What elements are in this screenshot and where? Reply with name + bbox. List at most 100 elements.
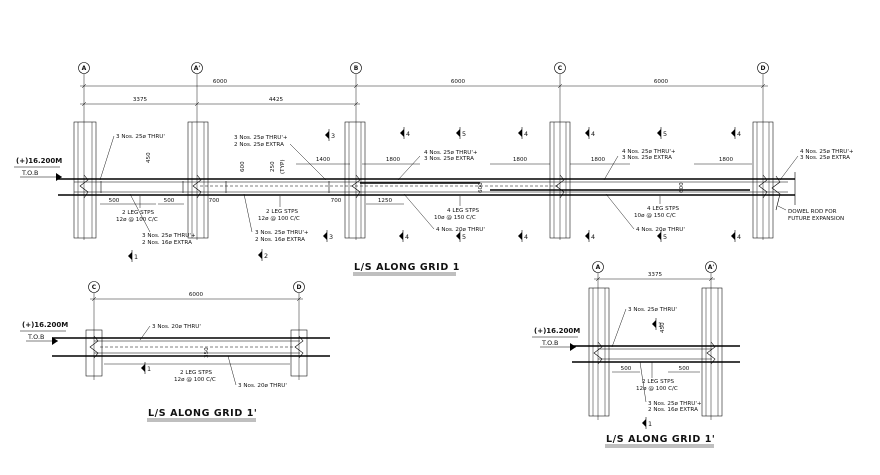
- svg-text:3 Nos. 25ø THRU'+: 3 Nos. 25ø THRU'+: [255, 230, 309, 236]
- section-marker-2: 2: [258, 249, 268, 261]
- top-reinforcement-notes: 3 Nos. 25ø THRU' 3 Nos. 25ø THRU'+ 2 Nos…: [99, 134, 854, 181]
- bottom-note-b: 2 Nos. 16ø EXTRA: [648, 407, 698, 413]
- svg-text:500: 500: [164, 198, 175, 204]
- svg-text:3 Nos. 25ø THRU': 3 Nos. 25ø THRU': [116, 134, 165, 140]
- svg-text:4 Nos. 25ø THRU'+: 4 Nos. 25ø THRU'+: [622, 149, 676, 155]
- grid-bubble-c: C: [554, 62, 566, 74]
- columns: [73, 121, 774, 239]
- svg-text:4: 4: [406, 130, 410, 138]
- grid-lines: [83, 74, 764, 240]
- section-marker-1: 1: [128, 250, 138, 262]
- svg-text:5: 5: [462, 233, 466, 241]
- beam-body: [58, 172, 796, 205]
- level-label: (+)16.200M: [534, 327, 580, 335]
- svg-text:4 LEG STPS: 4 LEG STPS: [647, 206, 679, 212]
- svg-text:A': A': [194, 65, 201, 72]
- span-dim: 6000: [189, 292, 204, 298]
- grid-bubble-d: D: [757, 62, 769, 74]
- section-marker-1: 1: [141, 362, 151, 374]
- depth-label: 350: [204, 347, 210, 358]
- svg-text:D: D: [297, 284, 302, 291]
- stirrup-note-b: 12ø @ 100 C/C: [174, 377, 216, 383]
- svg-text:1800: 1800: [719, 157, 734, 163]
- svg-text:700: 700: [331, 198, 342, 204]
- grid-bubble-a-prime: A': [191, 62, 203, 74]
- svg-text:4 Nos. 20ø THRU': 4 Nos. 20ø THRU': [636, 227, 685, 233]
- svg-text:3 Nos. 25ø EXTRA: 3 Nos. 25ø EXTRA: [800, 155, 850, 161]
- grid-bubble-d: D: [293, 281, 305, 293]
- dim-span-cd: 6000: [654, 79, 669, 85]
- svg-text:C: C: [92, 284, 97, 291]
- svg-text:4: 4: [405, 233, 409, 241]
- level-sub-label: T.O.B: [27, 333, 44, 341]
- sub-dimension-line: 3375 4425: [80, 97, 360, 107]
- svg-text:3 Nos. 25ø THRU'+: 3 Nos. 25ø THRU'+: [142, 233, 196, 239]
- svg-text:700: 700: [209, 198, 220, 204]
- bottom-reinforcement-notes: 3 Nos. 25ø THRU'+ 2 Nos. 16ø EXTRA 3 Nos…: [129, 193, 844, 246]
- svg-text:5: 5: [663, 130, 667, 138]
- section-marker-1: 1: [652, 318, 662, 330]
- svg-text:450: 450: [146, 152, 152, 163]
- svg-text:A: A: [82, 65, 87, 72]
- dim-span-bc: 6000: [451, 79, 466, 85]
- svg-text:C: C: [558, 65, 563, 72]
- elevation-grid1-prime-right: A A' 3375 (+)16.200M T.O.B 3 Nos. 25ø TH…: [532, 261, 740, 448]
- svg-text:B: B: [354, 65, 359, 72]
- svg-text:3 Nos. 25ø EXTRA: 3 Nos. 25ø EXTRA: [424, 156, 474, 162]
- svg-text:1800: 1800: [591, 157, 606, 163]
- grid-bubble-c: C: [88, 281, 100, 293]
- svg-text:600: 600: [240, 161, 246, 172]
- svg-text:2 Nos. 16ø EXTRA: 2 Nos. 16ø EXTRA: [142, 240, 192, 246]
- svg-text:5: 5: [663, 233, 667, 241]
- svg-text:3: 3: [329, 233, 333, 241]
- section-markers: 1 2 3 3 4 4: [128, 127, 741, 262]
- svg-text:3 Nos. 25ø EXTRA: 3 Nos. 25ø EXTRA: [622, 155, 672, 161]
- level-marker: (+)16.200M T.O.B: [14, 157, 62, 181]
- break-marks: [79, 174, 781, 211]
- svg-text:A: A: [596, 264, 601, 271]
- section-marker-3: 3 3: [323, 129, 335, 242]
- svg-text:3: 3: [331, 132, 335, 140]
- section-marker-1-lower: 1: [642, 417, 652, 429]
- dim-right: 500: [679, 366, 690, 372]
- svg-text:600: 600: [679, 182, 685, 193]
- svg-text:4: 4: [524, 233, 528, 241]
- svg-text:4 LEG STPS: 4 LEG STPS: [447, 208, 479, 214]
- svg-text:10ø @ 150 C/C: 10ø @ 150 C/C: [634, 213, 676, 219]
- title: L/S ALONG GRID 1': [148, 408, 257, 419]
- svg-text:10ø @ 150 C/C: 10ø @ 150 C/C: [434, 215, 476, 221]
- svg-text:1400: 1400: [316, 157, 331, 163]
- bar-dimensions: 500 500 700 700 1400 1800 1250 1800 1800…: [100, 157, 752, 205]
- svg-text:12ø @ 100 C/C: 12ø @ 100 C/C: [116, 217, 158, 223]
- svg-text:1: 1: [147, 365, 151, 373]
- grid-bubble-b: B: [350, 62, 362, 74]
- main-elevation: A A' B C D: [14, 62, 854, 276]
- title: L/S ALONG GRID 1': [606, 434, 715, 445]
- level-sub-label: T.O.B: [21, 169, 38, 177]
- svg-text:L/S ALONG GRID 1: L/S ALONG GRID 1: [354, 262, 460, 273]
- elevation-grid1-prime-left: C D 6000 (+)16.200M T.O.B 3 Nos. 20ø THR…: [20, 281, 330, 422]
- svg-text:1800: 1800: [386, 157, 401, 163]
- svg-text:2 LEG STPS: 2 LEG STPS: [122, 210, 154, 216]
- svg-text:D: D: [761, 65, 766, 72]
- svg-text:250: 250: [270, 161, 276, 172]
- svg-text:4: 4: [737, 233, 741, 241]
- svg-text:600: 600: [478, 182, 484, 193]
- level-sub-label: T.O.B: [541, 339, 558, 347]
- level-label: (+)16.200M: [22, 321, 68, 329]
- svg-text:4 Nos. 25ø THRU'+: 4 Nos. 25ø THRU'+: [424, 150, 478, 156]
- section-marker-4: 4 4 4 4: [399, 127, 595, 242]
- svg-text:1800: 1800: [513, 157, 528, 163]
- dim-left: 500: [621, 366, 632, 372]
- svg-text:4: 4: [591, 130, 595, 138]
- dim-sub-2: 4425: [269, 97, 284, 103]
- svg-text:2: 2: [264, 252, 268, 260]
- svg-text:2 Nos. 25ø EXTRA: 2 Nos. 25ø EXTRA: [234, 142, 284, 148]
- svg-text:4: 4: [524, 130, 528, 138]
- grid-bubble-a: A: [78, 62, 90, 74]
- stirrup-note-a: 2 LEG STPS: [180, 370, 212, 376]
- depth-label: 450: [660, 322, 666, 333]
- stirrup-note-b: 12ø @ 100 C/C: [636, 386, 678, 392]
- svg-text:1: 1: [648, 420, 652, 428]
